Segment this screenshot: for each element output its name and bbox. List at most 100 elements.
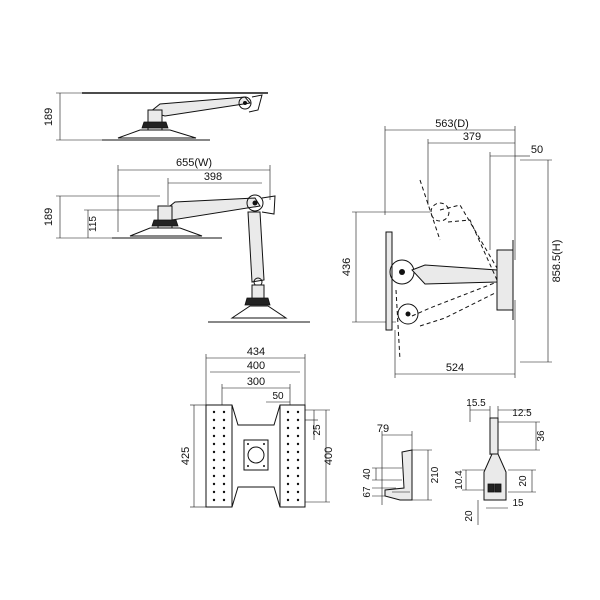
mount-hole (296, 466, 300, 470)
dim-front-base-20: 20 (464, 510, 475, 522)
mount-hole (222, 474, 226, 478)
dim-front-36: 36 (536, 430, 547, 442)
upper-arm (164, 197, 261, 221)
clamp-base-lower (230, 305, 288, 319)
mount-hole (296, 418, 300, 422)
mount-hole (286, 426, 290, 430)
mount-hole (296, 442, 300, 446)
monitor-mount (248, 94, 263, 113)
mount-hole (212, 466, 216, 470)
mount-hole (286, 498, 290, 502)
mount-hole (222, 498, 226, 502)
dim-front-base-15: 15 (512, 498, 524, 509)
side-view-full: 655(W) 398 189 115 (43, 157, 310, 323)
arm-joint (238, 96, 252, 110)
clamp-base-upper (129, 227, 203, 237)
mount-hole (212, 442, 216, 446)
dim-reach-398: 398 (204, 171, 222, 183)
plate-outline (205, 404, 306, 508)
head-mount (261, 195, 276, 215)
dim-width-655: 655(W) (176, 157, 212, 169)
dim-plate-h-425: 425 (180, 447, 192, 465)
dim-range-436: 436 (341, 258, 353, 276)
center-mount (243, 439, 269, 471)
dim-height-189: 189 (43, 108, 55, 126)
mount-hole (296, 474, 300, 478)
mount-hole (286, 466, 290, 470)
mount-hole (296, 458, 300, 462)
mount-hole (222, 434, 226, 438)
mount-hole (286, 482, 290, 486)
mount-hole (212, 458, 216, 462)
mount-hole (222, 410, 226, 414)
mount-hole (222, 458, 226, 462)
dim-front-20: 20 (518, 475, 529, 487)
mount-hole (286, 450, 290, 454)
mount-hole (212, 450, 216, 454)
vesa-plate: 434 400 300 50 425 400 25 (180, 346, 335, 508)
wall-bracket (496, 249, 514, 311)
mount-hole (212, 418, 216, 422)
side-view-top: 189 (43, 92, 268, 141)
mount-hole (212, 434, 216, 438)
mount-hole (286, 474, 290, 478)
clamp-knob (483, 453, 507, 501)
mount-hole (296, 426, 300, 430)
mount-hole (212, 426, 216, 430)
dim-bottom-524: 524 (446, 362, 464, 374)
mount-hole (286, 410, 290, 414)
mount-hole (222, 482, 226, 486)
dim-clamp-40: 40 (362, 468, 373, 480)
elbow-joint (246, 194, 264, 212)
dim-height-189-full: 189 (43, 208, 55, 226)
dim-plate-400: 400 (247, 360, 265, 372)
dim-offset-50: 50 (531, 144, 543, 156)
mount-hole (296, 482, 300, 486)
dim-plate-434: 434 (247, 346, 265, 358)
dim-reach-379: 379 (463, 131, 481, 143)
mount-hole (286, 434, 290, 438)
tilt-view: 563(D) 379 50 858.5(H) 436 524 (341, 118, 563, 378)
mount-hole (296, 450, 300, 454)
mount-hole (222, 490, 226, 494)
mount-hole (212, 490, 216, 494)
clamp-rod (489, 417, 499, 455)
mount-hole (212, 498, 216, 502)
dim-slot-25: 25 (312, 424, 323, 436)
dim-clamp-210: 210 (430, 466, 441, 483)
mount-hole (296, 410, 300, 414)
mount-hole (222, 418, 226, 422)
tilt-arm-middle (411, 264, 498, 285)
dim-front-12-5: 12.5 (512, 408, 532, 419)
lower-arm (247, 211, 265, 283)
dim-hole-300: 300 (247, 376, 265, 388)
hole-pattern (212, 410, 300, 502)
mount-hole (222, 442, 226, 446)
clamp-front: 15.5 12.5 36 10.4 20 20 15 (454, 398, 547, 525)
mount-hole (222, 466, 226, 470)
dim-depth-563: 563(D) (435, 118, 469, 130)
clamp-side: 79 210 40 67 (362, 423, 441, 505)
mount-hole (286, 418, 290, 422)
mount-hole (296, 434, 300, 438)
dim-pitch-50: 50 (272, 391, 284, 402)
dim-front-10-4: 10.4 (454, 470, 465, 490)
mount-hole (286, 442, 290, 446)
tilt-head-low (397, 303, 419, 325)
mount-hole (286, 490, 290, 494)
mount-hole (212, 482, 216, 486)
arm-segment (148, 96, 251, 117)
mount-hole (222, 450, 226, 454)
mount-hole (296, 490, 300, 494)
mount-hole (212, 474, 216, 478)
mount-hole (222, 426, 226, 430)
dim-height-115: 115 (88, 216, 99, 232)
mount-hole (286, 458, 290, 462)
monitor-plate (385, 231, 393, 331)
mount-hole (212, 410, 216, 414)
dim-plate-h-400: 400 (323, 447, 335, 465)
clamp-body (384, 449, 413, 501)
dim-height-858: 858.5(H) (551, 240, 563, 283)
mount-hole (296, 498, 300, 502)
